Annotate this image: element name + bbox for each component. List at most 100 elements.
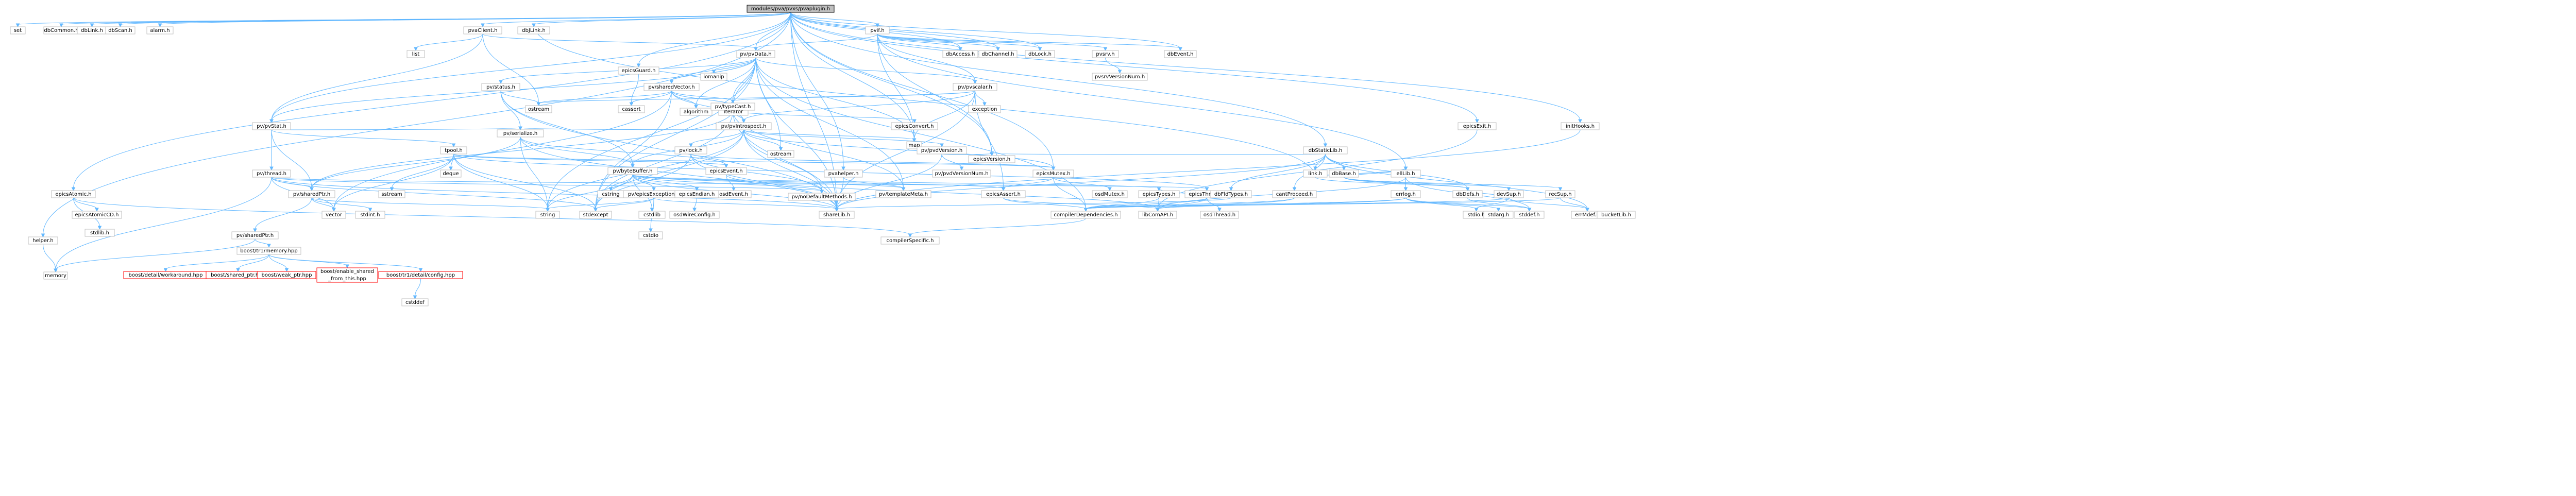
edge-pvScalar-to-exception xyxy=(975,90,987,107)
node-label: recSup.h xyxy=(1549,192,1571,197)
node-boostDetailWorkaround[interactable]: boost/detail/workaround.hpp xyxy=(123,271,208,279)
node-boostTr1Memory[interactable]: boost/tr1/memory.hpp xyxy=(236,247,301,255)
node-tpool[interactable]: tpool.h xyxy=(440,146,467,155)
node-string[interactable]: string xyxy=(535,211,560,219)
node-pvTypeCast[interactable]: pv/typeCast.h xyxy=(710,102,755,111)
node-devSup[interactable]: devSup.h xyxy=(1494,190,1524,198)
node-epicsAssert[interactable]: epicsAssert.h xyxy=(981,190,1026,198)
node-pvSharedPtr2[interactable]: pv/sharedPtr.h xyxy=(231,231,279,240)
node-pvPvIntroDim[interactable]: pv/pvIntrospect.h xyxy=(716,122,772,130)
node-sstream[interactable]: sstream xyxy=(378,190,405,198)
node-label: epicsAssert.h xyxy=(986,192,1021,197)
node-dbAccess[interactable]: dbAccess.h xyxy=(942,50,978,58)
node-dbJLink[interactable]: dbJLink.h xyxy=(517,26,550,35)
node-pvSerialize[interactable]: pv/serialize.h xyxy=(497,129,544,138)
node-libComAPI[interactable]: libComAPI.h xyxy=(1138,211,1177,219)
node-pvSharedVector[interactable]: pv/sharedVector.h xyxy=(643,83,700,91)
node-sharedLib[interactable]: shareLib.h xyxy=(819,211,855,219)
node-cassert[interactable]: cassert xyxy=(618,105,645,113)
node-pvTemplateMeta[interactable]: pv/templateMeta.h xyxy=(875,190,931,198)
node-label: boost/tr1/detail/config.hpp xyxy=(386,272,455,278)
node-initHooks[interactable]: initHooks.h xyxy=(1561,122,1600,130)
node-dbFldTypes[interactable]: dbFldTypes.h xyxy=(1210,190,1252,198)
node-dbEvent[interactable]: dbEvent.h xyxy=(1164,50,1197,58)
node-stdint[interactable]: stdint.h xyxy=(355,211,385,219)
node-alarm[interactable]: alarm.h xyxy=(146,26,174,35)
node-cantProceed[interactable]: cantProceed.h xyxy=(1272,190,1317,198)
node-memory[interactable]: memory xyxy=(43,271,68,280)
node-pvThread[interactable]: pv/thread.h xyxy=(252,169,291,178)
node-dbChannel[interactable]: dbChannel.h xyxy=(978,50,1018,58)
node-epicsEndian[interactable]: epicsEndian.h xyxy=(674,190,719,198)
node-stdlib[interactable]: stdlib.h xyxy=(84,229,115,237)
node-errlog[interactable]: errlog.h xyxy=(1391,190,1421,198)
node-algorithm[interactable]: algorithm xyxy=(680,108,713,116)
node-cstring[interactable]: cstring xyxy=(597,190,624,198)
node-epicsVersion[interactable]: epicsVersion.h xyxy=(968,155,1015,163)
node-pvaClient[interactable]: pvaClient.h xyxy=(463,26,502,35)
node-pvByteBuffer[interactable]: pv/byteBuffer.h xyxy=(607,167,658,175)
node-label: osdMutex.h xyxy=(1095,192,1125,197)
node-compilerDep[interactable]: compilerDependencies.h xyxy=(1050,211,1121,219)
node-stddef[interactable]: stddef.h xyxy=(1514,211,1545,219)
node-cstdio[interactable]: cstdio xyxy=(638,231,663,240)
node-dbLock[interactable]: dbLock.h xyxy=(1025,50,1055,58)
node-ostream2[interactable]: ostream xyxy=(767,150,794,158)
node-cstdlib[interactable]: cstdlib xyxy=(638,211,666,219)
node-stdexcept[interactable]: stdexcept xyxy=(579,211,612,219)
node-pvStatus[interactable]: pv/status.h xyxy=(481,83,520,91)
node-dbStaticLib[interactable]: dbStaticLib.h xyxy=(1303,146,1348,155)
node-errMdef[interactable]: errMdef.h xyxy=(1571,211,1604,219)
node-epicsConvert[interactable]: epicsConvert.h xyxy=(891,122,938,130)
node-osdThread[interactable]: osdThread.h xyxy=(1200,211,1239,219)
node-boostTr1Detail[interactable]: boost/tr1/detail/config.hpp xyxy=(378,271,463,279)
node-boostSharedPtr[interactable]: boost/shared_ptr.hpp xyxy=(206,271,270,279)
node-ellLib2[interactable]: ellLib.h xyxy=(1391,169,1421,178)
node-list[interactable]: list xyxy=(406,50,425,58)
node-epicsExit[interactable]: epicsExit.h xyxy=(1458,122,1497,130)
node-recSup[interactable]: recSup.h xyxy=(1545,190,1575,198)
node-root[interactable]: modules/pva/pvxs/pvaplugin.h xyxy=(747,5,835,13)
node-helper[interactable]: helper.h xyxy=(28,236,58,245)
node-pvif[interactable]: pvif.h xyxy=(865,26,890,35)
node-epicsAtomic[interactable]: epicsAtomic.h xyxy=(51,190,96,198)
node-dbCommon[interactable]: dbCommon.h xyxy=(43,26,79,35)
node-pvLock[interactable]: pv/lock.h xyxy=(674,146,707,155)
node-iomanip[interactable]: iomanip xyxy=(700,73,727,81)
node-dbScan[interactable]: dbScan.h xyxy=(105,26,135,35)
node-exception[interactable]: exception xyxy=(968,105,1001,113)
node-pvdVersionNum[interactable]: pv/pvdVersionNum.h xyxy=(932,169,991,178)
node-pvPvaHelper[interactable]: pvahelper.h xyxy=(824,169,863,178)
node-ostream[interactable]: ostream xyxy=(525,105,552,113)
node-epicsMutex[interactable]: epicsMutex.h xyxy=(1032,169,1074,178)
node-dbDefs[interactable]: dbDefs.h xyxy=(1452,190,1483,198)
node-compilerSpecific[interactable]: compilerSpecific.h xyxy=(880,236,940,245)
node-pvPvdVersion[interactable]: pv/pvdVersion.h xyxy=(917,146,967,155)
node-osdWireConfig[interactable]: osdWireConfig.h xyxy=(669,211,720,219)
node-dbBase[interactable]: dbBase.h xyxy=(1329,169,1359,178)
node-pvNoDefaultMethods[interactable]: pv/noDefaultMethods.h xyxy=(788,193,856,201)
node-boostEnableShared[interactable]: boost/enable_shared_from_this.hpp xyxy=(316,267,378,283)
node-cstddef[interactable]: cstddef xyxy=(401,298,429,306)
node-vector[interactable]: vector xyxy=(321,211,346,219)
node-epicsGuard[interactable]: epicsGuard.h xyxy=(618,66,659,75)
node-epicsEvent[interactable]: epicsEvent.h xyxy=(705,167,747,175)
node-pvData[interactable]: pv/pvData.h xyxy=(736,50,775,58)
node-pvsSharedPtr[interactable]: pv/sharedPtr.h xyxy=(288,190,335,198)
node-label: iomanip xyxy=(703,74,724,80)
node-osdEvent[interactable]: osdEvent.h xyxy=(716,190,752,198)
node-epicsAtomicCD[interactable]: epicsAtomicCD.h xyxy=(72,211,122,219)
node-pvSrv[interactable]: pvsrv.h xyxy=(1092,50,1119,58)
node-dbLink[interactable]: dbLink.h xyxy=(77,26,107,35)
node-pvSrvVersionNum[interactable]: pvsrvVersionNum.h xyxy=(1092,73,1148,81)
node-osdMutex[interactable]: osdMutex.h xyxy=(1092,190,1128,198)
node-deque[interactable]: deque xyxy=(440,169,462,178)
node-pvStat[interactable]: pv/pvStat.h xyxy=(252,122,291,130)
node-boostWeakPtr[interactable]: boost/weak_ptr.hpp xyxy=(257,271,316,279)
node-stdarg[interactable]: stdarg.h xyxy=(1483,211,1514,219)
node-link[interactable]: link.h xyxy=(1303,169,1328,178)
node-set[interactable]: set xyxy=(10,26,26,35)
node-epicsTypes[interactable]: epicsTypes.h xyxy=(1138,190,1180,198)
node-pvScalar[interactable]: pv/pvscalar.h xyxy=(953,83,997,91)
node-bucketLib[interactable]: bucketLib.h xyxy=(1597,211,1636,219)
